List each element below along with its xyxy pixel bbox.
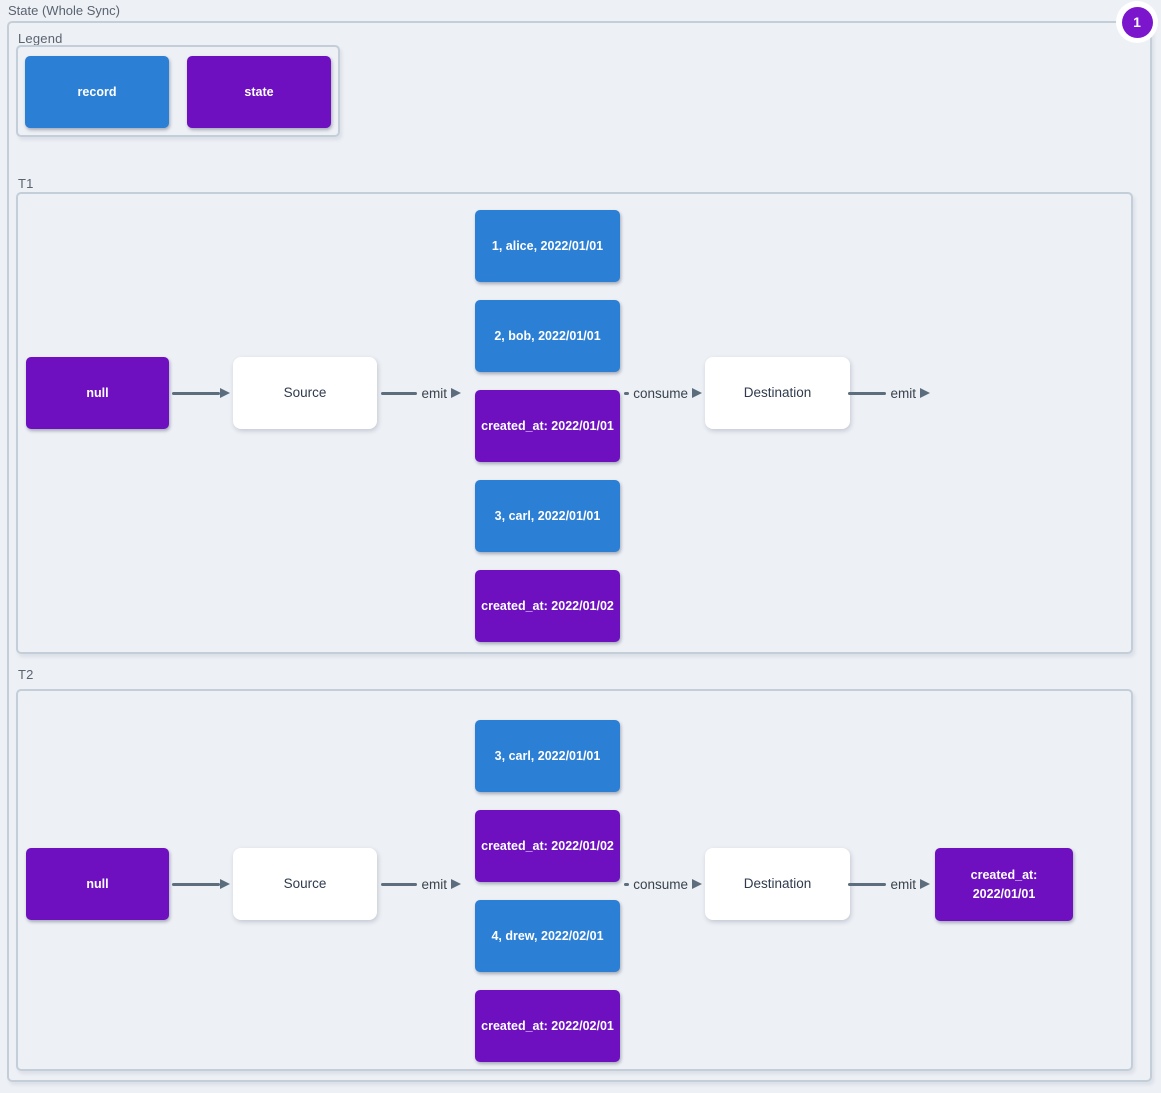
t1-destination-node: Destination [705,357,850,429]
legend-record-node: record [25,56,169,128]
legend-box [16,45,340,137]
t2-box [16,689,1133,1071]
arrow-line [624,882,630,886]
step-badge-number: 1 [1121,6,1153,38]
t2-label: T2 [18,667,34,682]
arrow-label: emit [890,385,916,401]
arrow-line [381,882,418,886]
t1-record-2: 2, bob, 2022/01/01 [475,300,620,372]
arrowhead-icon [692,879,702,889]
t1-label: T1 [18,176,34,191]
t2-destination-node: Destination [705,848,850,920]
arrow-label: emit [421,385,447,401]
legend-state-node: state [187,56,331,128]
t2-source-emit-arrow: emit [381,876,461,892]
t1-state-2: created_at: 2022/01/02 [475,570,620,642]
arrow-line [172,882,220,886]
outer-container-box [7,21,1152,1082]
t1-record-3: 3, carl, 2022/01/01 [475,480,620,552]
arrowhead-icon [692,388,702,398]
arrow-label: consume [633,876,688,892]
t1-null-state-node: null [26,357,169,429]
page-title: State (Whole Sync) [8,3,120,18]
t1-null-to-source-arrow [172,386,230,400]
t1-source-node: Source [233,357,377,429]
arrowhead-icon [920,388,930,398]
t2-record-2: 4, drew, 2022/02/01 [475,900,620,972]
t2-null-state-node: null [26,848,169,920]
t2-source-node: Source [233,848,377,920]
arrow-line [624,391,630,395]
arrowhead-icon [451,388,461,398]
arrow-label: emit [421,876,447,892]
t1-state-1: created_at: 2022/01/01 [475,390,620,462]
arrowhead-icon [220,879,230,889]
arrow-line [848,882,887,886]
arrow-line [381,391,418,395]
t2-state-1: created_at: 2022/01/02 [475,810,620,882]
t2-state-2: created_at: 2022/02/01 [475,990,620,1062]
arrow-line [172,391,220,395]
arrowhead-icon [220,388,230,398]
t2-consume-arrow: consume [624,876,702,892]
t1-consume-arrow: consume [624,385,702,401]
t1-box [16,192,1133,654]
t2-null-to-source-arrow [172,877,230,891]
t2-destination-emit-arrow: emit [848,876,930,892]
arrow-label: consume [633,385,688,401]
arrowhead-icon [451,879,461,889]
t1-source-emit-arrow: emit [381,385,461,401]
step-badge[interactable]: 1 [1116,1,1158,43]
t1-record-1: 1, alice, 2022/01/01 [475,210,620,282]
arrowhead-icon [920,879,930,889]
legend-label: Legend [18,31,63,46]
t2-emitted-state-node: created_at: 2022/01/01 [935,848,1073,921]
arrow-line [848,391,887,395]
t1-destination-emit-arrow: emit [848,385,930,401]
arrow-label: emit [890,876,916,892]
t2-record-1: 3, carl, 2022/01/01 [475,720,620,792]
